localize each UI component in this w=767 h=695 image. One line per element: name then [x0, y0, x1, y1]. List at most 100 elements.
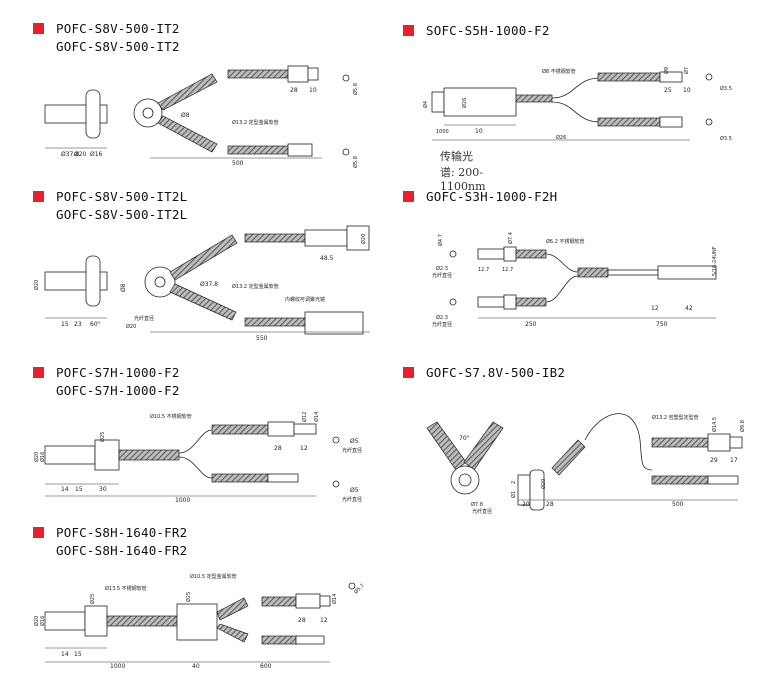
svg-text:Ø8: Ø8: [120, 283, 127, 292]
spectrum-note: 传输光谱: 200-1100nm: [440, 150, 486, 193]
svg-text:光纤直径: 光纤直径: [342, 447, 362, 454]
svg-text:28: 28: [546, 501, 554, 508]
dim-label: 500: [232, 160, 244, 167]
dim-label: 10: [309, 87, 317, 94]
model-name: GOFC-S7.8V-500-IB2: [426, 365, 566, 380]
svg-text:48.5: 48.5: [320, 255, 334, 262]
model-list: POFC-S8V-500-IT2 GOFC-S8V-500-IT2: [56, 20, 180, 56]
svg-text:750: 750: [656, 321, 668, 328]
svg-text:光纤直径: 光纤直径: [134, 315, 154, 322]
bullet-square-icon: [403, 367, 414, 378]
bullet-square-icon: [403, 191, 414, 202]
svg-text:12: 12: [651, 305, 659, 312]
model-name: GOFC-S8V-500-IT2: [56, 39, 180, 54]
svg-text:Ø26: Ø26: [556, 134, 566, 141]
svg-text:5/16-24UNF: 5/16-24UNF: [712, 246, 718, 276]
section-header: GOFC-S7.8V-500-IB2: [403, 364, 565, 382]
svg-text:Ø26: Ø26: [461, 98, 468, 108]
svg-text:550: 550: [256, 335, 268, 342]
svg-text:2: 2: [511, 481, 517, 484]
svg-text:Ø3.5: Ø3.5: [720, 85, 732, 92]
svg-text:12: 12: [320, 617, 328, 624]
dim-label: Ø16: [90, 151, 103, 158]
section-header: POFC-S8H-1640-FR2 GOFC-S8H-1640-FR2: [33, 524, 187, 560]
svg-text:Ø4.7: Ø4.7: [437, 234, 444, 246]
svg-text:10: 10: [683, 87, 691, 94]
angle-label: Ø8: [181, 112, 190, 119]
svg-text:14: 14: [61, 486, 69, 493]
svg-text:Ø25: Ø25: [185, 592, 192, 602]
svg-text:25: 25: [664, 87, 672, 94]
svg-text:15: 15: [75, 486, 83, 493]
model-name: POFC-S8V-500-IT2: [56, 21, 180, 36]
svg-text:Ø2.3: Ø2.3: [436, 314, 448, 321]
svg-text:Ø12: Ø12: [301, 412, 308, 422]
dim-label: Ø20: [74, 151, 87, 158]
model-name: POFC-S8V-500-IT2L: [56, 189, 188, 204]
model-name: GOFC-S7H-1000-F2: [56, 383, 180, 398]
svg-text:28: 28: [274, 445, 282, 452]
svg-text:12: 12: [300, 445, 308, 452]
svg-text:Ø1: Ø1: [510, 491, 517, 498]
svg-text:Ø4: Ø4: [422, 101, 429, 108]
svg-text:Ø8 不锈钢软管: Ø8 不锈钢软管: [542, 68, 576, 75]
svg-text:Ø7.8: Ø7.8: [471, 501, 483, 508]
model-name: POFC-S8H-1640-FR2: [56, 525, 188, 540]
svg-text:Ø16: Ø16: [39, 616, 46, 626]
svg-text:40: 40: [192, 663, 200, 670]
svg-text:Ø20: Ø20: [126, 323, 136, 330]
model-name: GOFC-S8H-1640-FR2: [56, 543, 188, 558]
svg-text:光纤直径: 光纤直径: [472, 508, 492, 515]
dim-label: Ø5.8: [352, 156, 359, 168]
model-name: SOFC-S5H-1000-F2: [426, 23, 550, 38]
svg-text:光纤直径: 光纤直径: [432, 321, 452, 328]
svg-text:Ø2.3: Ø2.3: [436, 265, 448, 272]
svg-text:Ø13.2 定型金属软管: Ø13.2 定型金属软管: [232, 283, 279, 290]
svg-text:12.7: 12.7: [478, 267, 489, 273]
svg-text:1000: 1000: [110, 663, 125, 670]
svg-text:70°: 70°: [459, 435, 470, 442]
model-name: GOFC-S8V-500-IT2L: [56, 207, 188, 222]
svg-text:30: 30: [99, 486, 107, 493]
svg-text:250: 250: [525, 321, 537, 328]
section-header: POFC-S7H-1000-F2 GOFC-S7H-1000-F2: [33, 364, 180, 400]
section-header: GOFC-S3H-1000-F2H: [403, 188, 557, 206]
svg-text:Ø37.8: Ø37.8: [200, 281, 218, 288]
svg-text:17: 17: [730, 457, 738, 464]
dim-label: Ø37.8: [61, 151, 79, 158]
svg-text:Ø14.5: Ø14.5: [711, 417, 718, 432]
svg-text:Ø20: Ø20: [33, 616, 40, 626]
svg-text:Ø6.2 不锈钢软管: Ø6.2 不锈钢软管: [546, 238, 584, 245]
svg-text:Ø20: Ø20: [540, 479, 547, 489]
svg-text:内螺纹可调聚光镜: 内螺纹可调聚光镜: [285, 296, 325, 303]
svg-text:500: 500: [672, 501, 684, 508]
dim-label: Ø13.2 定型金属软管: [232, 119, 279, 126]
svg-text:Ø5: Ø5: [350, 438, 359, 445]
svg-text:20: 20: [522, 501, 530, 508]
svg-text:1000: 1000: [436, 129, 449, 135]
svg-text:Ø14: Ø14: [313, 412, 320, 422]
svg-text:15: 15: [61, 321, 69, 328]
svg-text:Ø16: Ø16: [39, 452, 46, 462]
section-header: POFC-S8V-500-IT2 GOFC-S8V-500-IT2: [33, 20, 180, 56]
model-name: POFC-S7H-1000-F2: [56, 365, 180, 380]
svg-text:15: 15: [74, 651, 82, 658]
bullet-square-icon: [403, 25, 414, 36]
svg-text:14: 14: [61, 651, 69, 658]
bullet-square-icon: [33, 367, 44, 378]
svg-text:Ø5: Ø5: [350, 487, 359, 494]
svg-text:光纤直径: 光纤直径: [432, 272, 452, 279]
flex-tube: [157, 73, 218, 111]
svg-text:Ø14: Ø14: [331, 594, 338, 604]
svg-text:60°: 60°: [90, 321, 101, 328]
connector-flange: [85, 89, 101, 139]
dim-label: Ø5.8: [352, 83, 359, 95]
bullet-square-icon: [33, 527, 44, 538]
bullet-square-icon: [33, 191, 44, 202]
